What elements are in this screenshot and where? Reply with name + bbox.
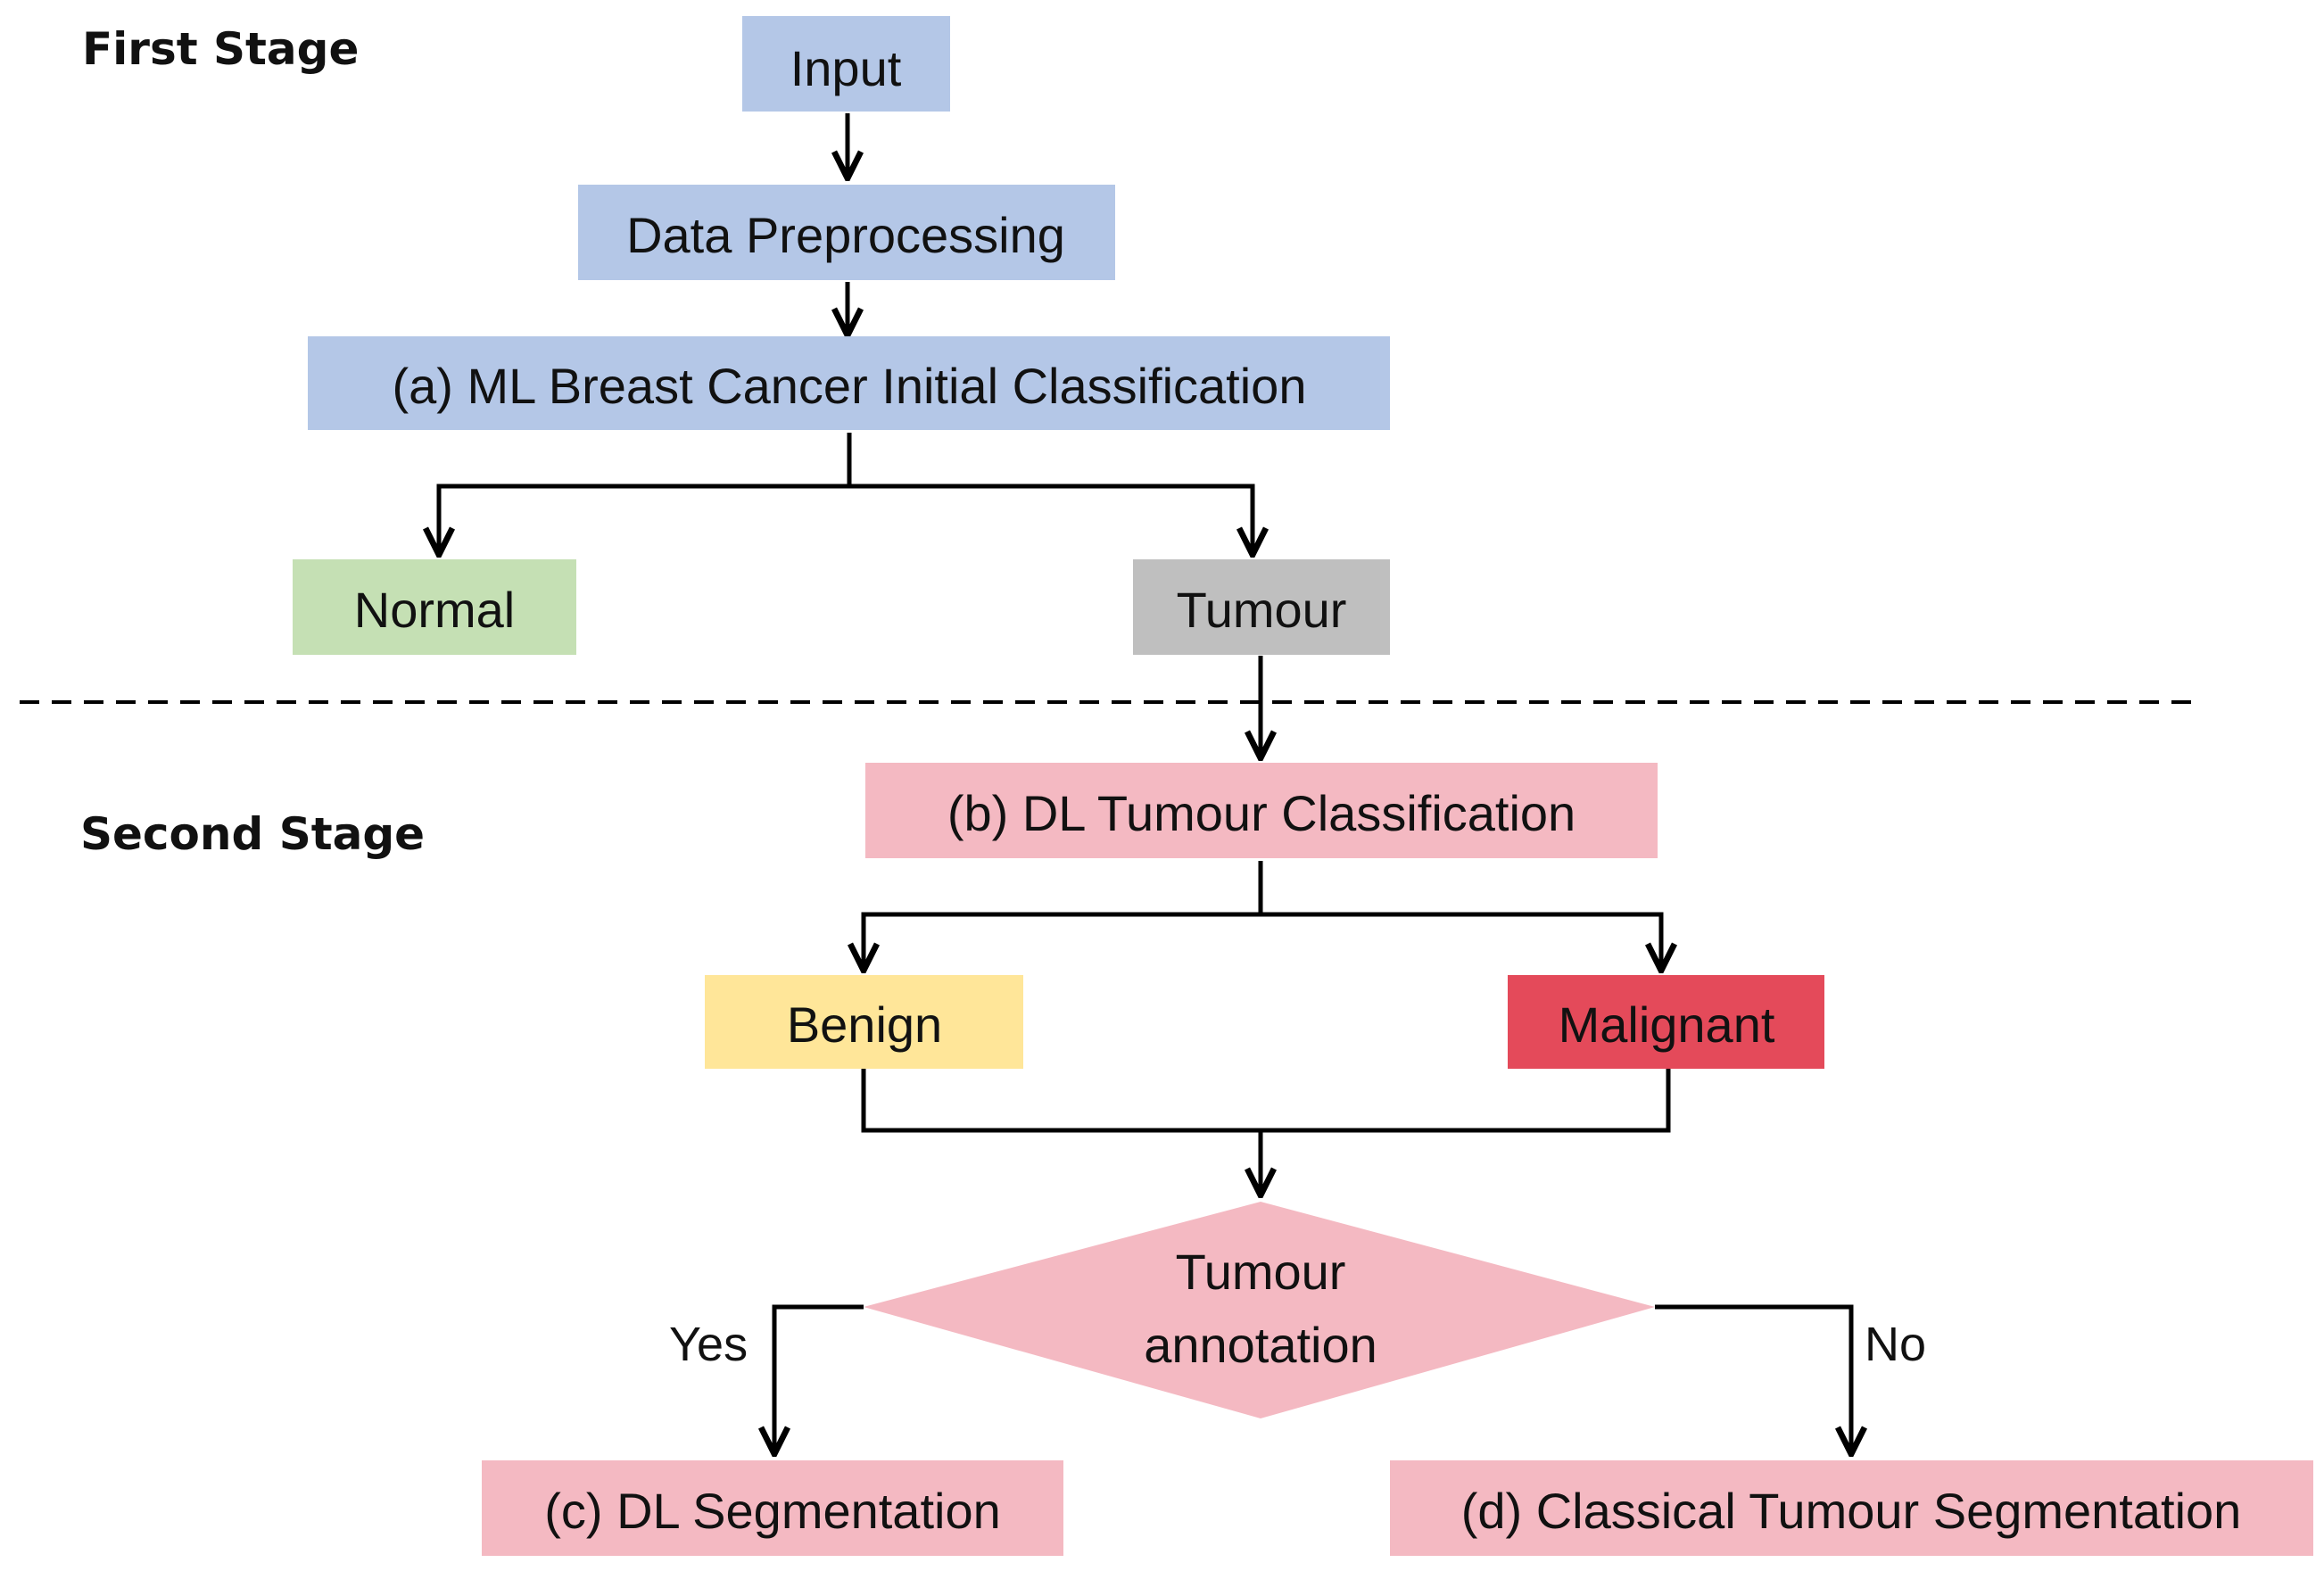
arrow-to-normal — [439, 433, 852, 555]
node-dl-segmentation: (c) DL Segmentation — [482, 1460, 1063, 1556]
node-normal-box — [293, 559, 576, 655]
arrow-to-benign — [864, 861, 1263, 971]
arrow-no-to-classical-segmentation — [1655, 1304, 1851, 1454]
node-benign: Benign — [705, 975, 1023, 1069]
node-dl-classification-label: (b) DL Tumour Classification — [947, 785, 1576, 841]
arrow-to-tumour — [849, 484, 1253, 555]
node-dl-classification: (b) DL Tumour Classification — [865, 763, 1658, 858]
node-classical-segmentation-box — [1390, 1460, 2313, 1556]
node-malignant: Malignant — [1508, 975, 1824, 1069]
edge-label-no: No — [1865, 1318, 1926, 1371]
node-data-preprocessing-box — [578, 185, 1115, 280]
arrow-to-malignant — [1261, 912, 1661, 971]
node-data-preprocessing: Data Preprocessing — [578, 185, 1115, 280]
node-tumour-label: Tumour — [1177, 582, 1347, 638]
merge-line — [861, 1068, 1671, 1133]
node-tumour: Tumour — [1133, 559, 1390, 655]
node-dl-classification-box — [865, 763, 1658, 858]
node-ml-classification-label: (a) ML Breast Cancer Initial Classificat… — [393, 358, 1307, 414]
connectors — [439, 113, 1851, 1454]
node-ml-classification-box — [308, 336, 1390, 430]
node-ml-classification: (a) ML Breast Cancer Initial Classificat… — [308, 336, 1390, 430]
node-normal: Normal — [293, 559, 576, 655]
decision-label-line1: Tumour — [1176, 1244, 1346, 1300]
node-tumour-annotation-decision: Tumour annotation — [864, 1202, 1655, 1418]
node-dl-segmentation-box — [482, 1460, 1063, 1556]
node-benign-label: Benign — [787, 996, 942, 1053]
arrow-yes-to-dl-segmentation — [774, 1304, 864, 1454]
node-malignant-label: Malignant — [1559, 996, 1775, 1053]
first-stage-label: First Stage — [82, 23, 359, 75]
node-input-box — [742, 16, 950, 112]
node-dl-segmentation-label: (c) DL Segmentation — [544, 1483, 1001, 1539]
node-data-preprocessing-label: Data Preprocessing — [626, 207, 1065, 263]
node-classical-segmentation: (d) Classical Tumour Segmentation — [1390, 1460, 2313, 1556]
edge-label-yes: Yes — [669, 1318, 748, 1371]
node-benign-box — [705, 975, 1023, 1069]
node-tumour-box — [1133, 559, 1390, 655]
node-input-label: Input — [790, 40, 902, 96]
node-classical-segmentation-label: (d) Classical Tumour Segmentation — [1461, 1483, 2242, 1539]
decision-diamond — [864, 1202, 1655, 1418]
node-input: Input — [742, 16, 950, 112]
decision-label-line2: annotation — [1144, 1317, 1377, 1373]
node-malignant-box — [1508, 975, 1824, 1069]
second-stage-label: Second Stage — [80, 808, 425, 860]
node-normal-label: Normal — [354, 582, 515, 638]
